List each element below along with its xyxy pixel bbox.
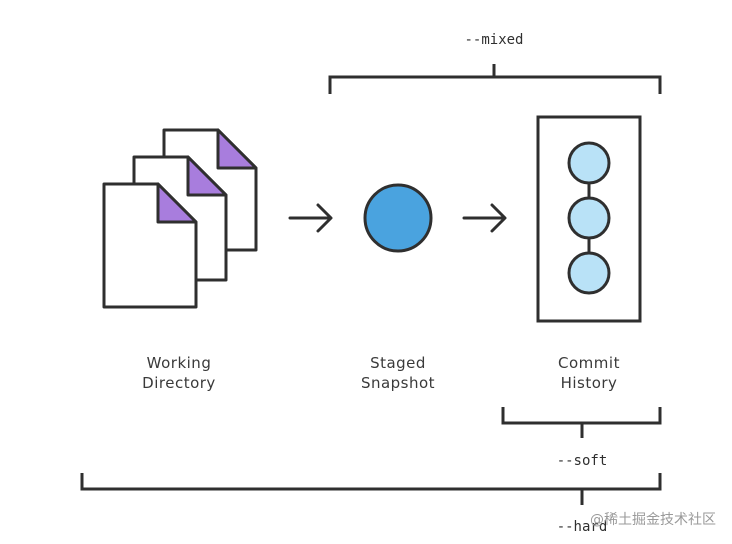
arrow-right-icon [288, 203, 333, 233]
svg-text:Commit: Commit [558, 354, 620, 372]
staged-snapshot-label: Staged Snapshot [361, 354, 435, 392]
commit-history-label: Commit History [558, 354, 620, 392]
arrow-right-icon [462, 203, 507, 233]
svg-text:History: History [561, 374, 618, 392]
working-directory-label: Working Directory [142, 354, 216, 392]
svg-text:Working: Working [147, 354, 212, 372]
soft-label: --soft [557, 453, 608, 469]
commit-node [567, 141, 611, 185]
file-icon-front [102, 182, 198, 309]
svg-text:Directory: Directory [142, 374, 216, 392]
staged-snapshot-icon [363, 183, 433, 253]
svg-text:Staged: Staged [370, 354, 426, 372]
commit-node [567, 251, 611, 295]
hard-label: --hard [557, 519, 608, 535]
commit-node [567, 196, 611, 240]
mixed-bracket: --mixed [328, 32, 662, 94]
mixed-label: --mixed [464, 32, 523, 48]
hard-bracket: --hard [80, 473, 662, 535]
svg-text:Snapshot: Snapshot [361, 374, 435, 392]
commit-history-icon [536, 115, 642, 323]
watermark: @稀土掘金技术社区 [590, 512, 716, 528]
soft-bracket: --soft [501, 407, 662, 469]
working-directory-files [102, 128, 258, 309]
